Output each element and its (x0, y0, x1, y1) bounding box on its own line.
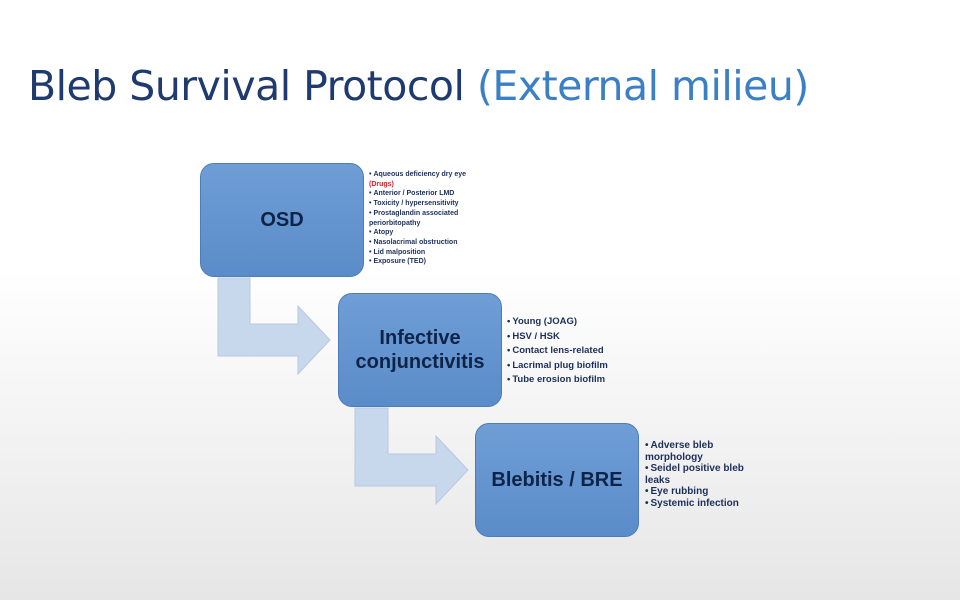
list-item: Systemic infection (645, 498, 755, 510)
list-item: Atopy (369, 228, 479, 238)
box-infective-conjunctivitis: Infective conjunctivitis (338, 293, 502, 407)
list-item: Seidel positive bleb leaks (645, 463, 755, 486)
osd-list: Aqueous deficiency dry eye(Drugs) Anteri… (369, 170, 479, 267)
box-label: Infective conjunctivitis (355, 327, 485, 373)
box-label: Blebitis / BRE (491, 469, 623, 491)
list-item: Exposure (TED) (369, 257, 479, 267)
bent-arrow-2 (354, 407, 469, 506)
slide-title: Bleb Survival Protocol (External milieu) (28, 62, 809, 110)
list-item: HSV / HSK (507, 330, 627, 345)
blebitis-list: Adverse bleb morphology Seidel positive … (645, 440, 755, 509)
list-item: Lid malposition (369, 248, 479, 258)
list-item: Tube erosion biofilm (507, 373, 627, 388)
list-item: Young (JOAG) (507, 315, 627, 330)
box-label: OSD (260, 209, 304, 231)
list-item: Adverse bleb morphology (645, 440, 755, 463)
box-osd: OSD (200, 163, 364, 277)
infective-list: Young (JOAG) HSV / HSK Contact lens-rela… (507, 315, 627, 388)
box-blebitis: Blebitis / BRE (475, 423, 639, 537)
list-item: Lacrimal plug biofilm (507, 359, 627, 374)
drugs-note: (Drugs) (369, 180, 394, 188)
title-sub: (External milieu) (476, 62, 809, 110)
list-item: Anterior / Posterior LMD (369, 189, 479, 199)
list-item: Prostaglandin associated periorbitopathy (369, 209, 479, 228)
list-item: Aqueous deficiency dry eye(Drugs) (369, 170, 479, 189)
list-item: Eye rubbing (645, 486, 755, 498)
list-item: Contact lens-related (507, 344, 627, 359)
title-main: Bleb Survival Protocol (28, 62, 465, 110)
bent-arrow-1 (217, 277, 331, 376)
list-item: Nasolacrimal obstruction (369, 238, 479, 248)
list-item: Toxicity / hypersensitivity (369, 199, 479, 209)
